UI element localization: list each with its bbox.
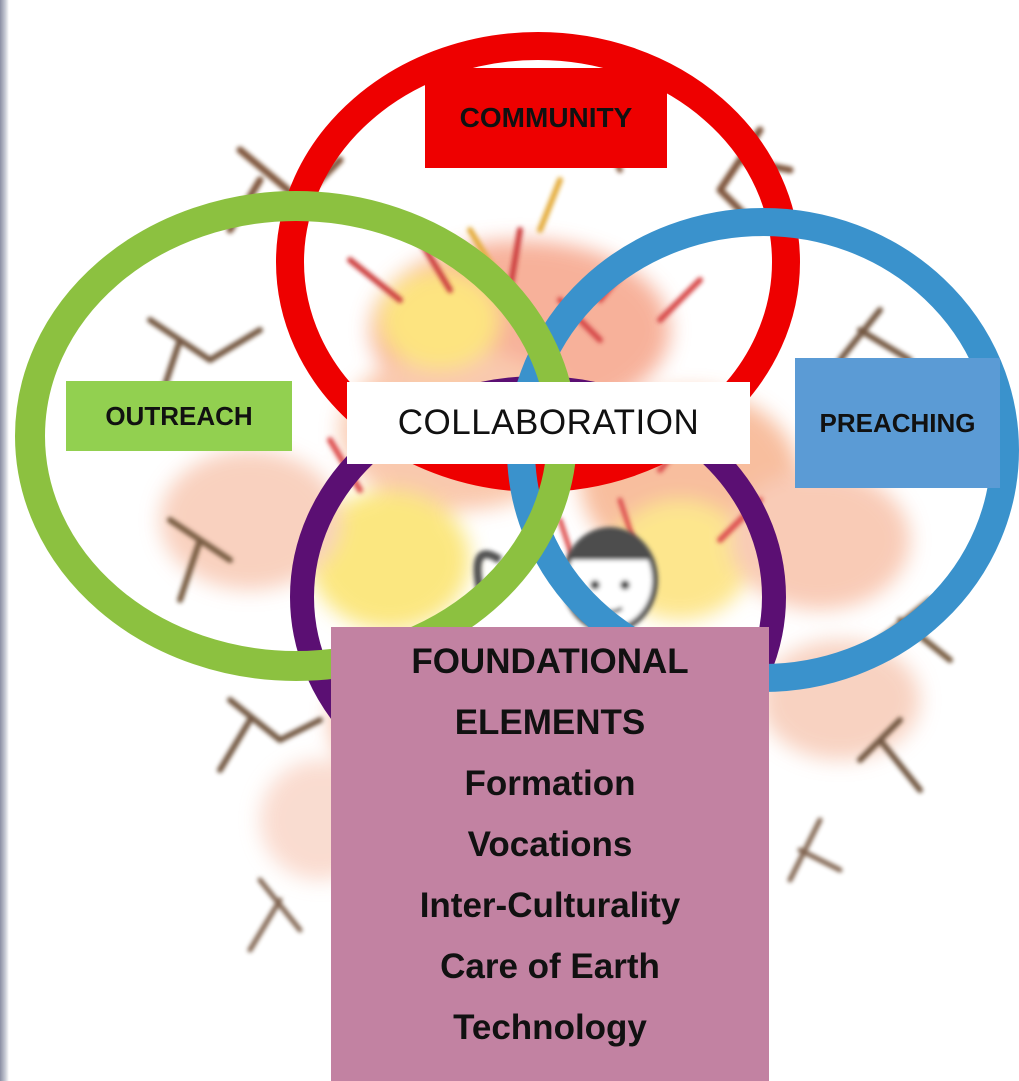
community-label: COMMUNITY [459, 102, 633, 133]
foundation-line-interculturality: Inter-Culturality [419, 886, 681, 925]
foundation-line-heading-1: FOUNDATIONAL [411, 642, 689, 681]
community-ring [276, 32, 800, 492]
left-border [0, 0, 9, 1081]
outreach-label: OUTREACH [105, 400, 253, 431]
collaboration-label: COLLABORATION [397, 403, 700, 442]
foundation-box-bg [331, 627, 769, 1081]
bottom-left-cropped-text [80, 1062, 310, 1081]
foundation-text-box: FOUNDATIONAL ELEMENTS Formation Vocation… [331, 627, 769, 1081]
foundation-line-heading-2: ELEMENTS [454, 703, 646, 742]
collaboration-box [347, 382, 750, 464]
bottom-right-cropped-text [815, 1062, 1010, 1081]
preaching-label: PREACHING [819, 407, 976, 438]
foundation-line-vocations: Vocations [467, 825, 633, 864]
community-box [425, 68, 667, 168]
preaching-box [795, 358, 1000, 488]
foundation-line-care-of-earth: Care of Earth [440, 947, 660, 986]
foundation-line-technology: Technology [453, 1008, 647, 1047]
outreach-box [66, 381, 292, 451]
foundation-line-formation: Formation [464, 764, 636, 803]
